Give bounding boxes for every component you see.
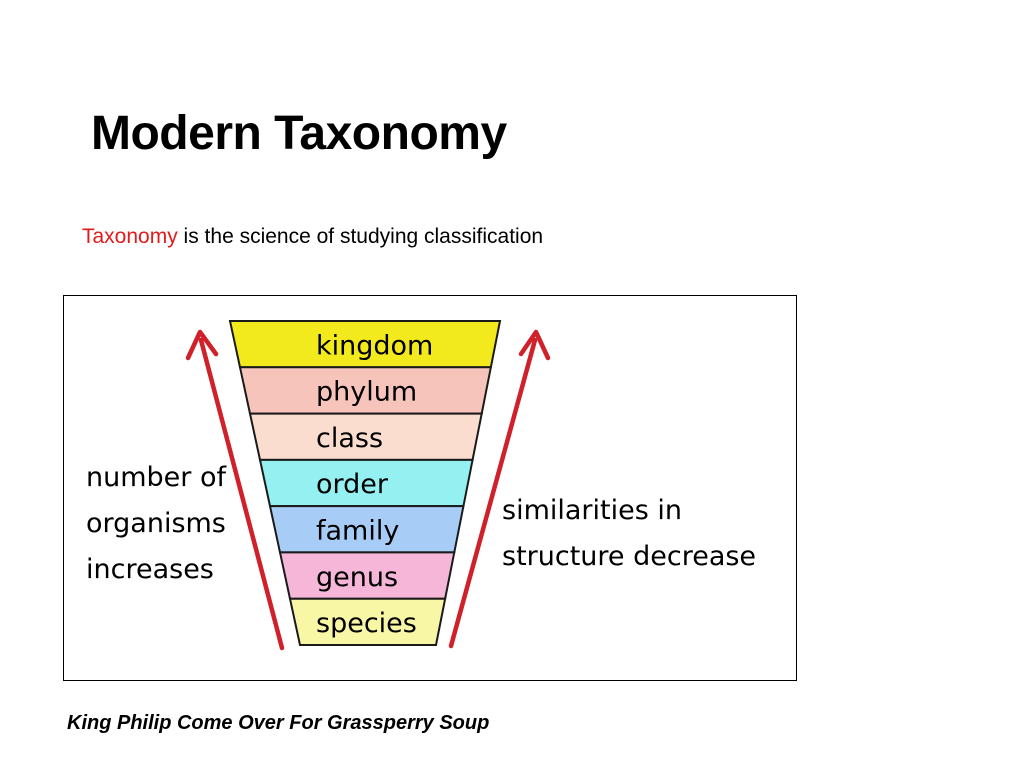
funnel-label-species: species bbox=[316, 608, 417, 639]
left-note-line-2: organisms bbox=[86, 508, 226, 539]
left-arrow bbox=[198, 337, 285, 651]
taxonomy-definition: Taxonomy is the science of studying clas… bbox=[82, 225, 543, 249]
definition-term: Taxonomy bbox=[82, 225, 178, 248]
left-note-line-1: number of bbox=[86, 462, 227, 493]
funnel-label-kingdom: kingdom bbox=[316, 330, 433, 361]
definition-text: is the science of studying classificatio… bbox=[177, 225, 544, 248]
right-arrow-head bbox=[518, 329, 551, 361]
funnel-label-phylum: phylum bbox=[316, 377, 417, 408]
right-note-line-2: structure decrease bbox=[502, 541, 756, 572]
taxonomy-funnel: kingdom phylum class order family genus specie… bbox=[86, 320, 756, 651]
page-title: Modern Taxonomy bbox=[91, 107, 507, 160]
mnemonic: King Philip Come Over For Grassperry Sou… bbox=[67, 712, 490, 734]
taxonomy-diagram: kingdom phylum class order family genus specie… bbox=[63, 295, 797, 681]
funnel-label-family: family bbox=[316, 515, 399, 546]
left-note-line-3: increases bbox=[86, 554, 214, 585]
funnel-band-species bbox=[288, 597, 447, 646]
funnel-label-genus: genus bbox=[316, 562, 398, 593]
left-arrow-head bbox=[185, 329, 219, 361]
funnel-label-order: order bbox=[316, 469, 389, 500]
funnel-label-class: class bbox=[316, 423, 383, 454]
right-arrow bbox=[448, 337, 538, 649]
right-note-line-1: similarities in bbox=[502, 495, 682, 526]
